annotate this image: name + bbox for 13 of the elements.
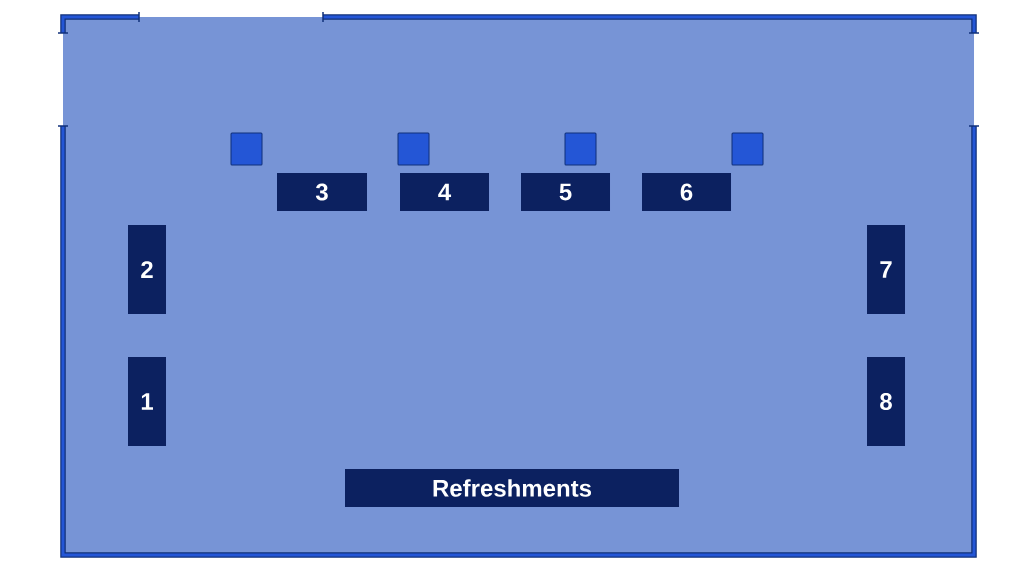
square-marker: [397, 132, 430, 166]
table: 4: [400, 173, 489, 211]
table: Refreshments: [345, 469, 679, 507]
square-marker: [564, 132, 597, 166]
table: 3: [277, 173, 367, 211]
table: 5: [521, 173, 610, 211]
table: 2: [128, 225, 166, 314]
table: 8: [867, 357, 905, 446]
square-marker: [230, 132, 263, 166]
table: 6: [642, 173, 731, 211]
square-marker: [731, 132, 764, 166]
table: 1: [128, 357, 166, 446]
table: 7: [867, 225, 905, 314]
